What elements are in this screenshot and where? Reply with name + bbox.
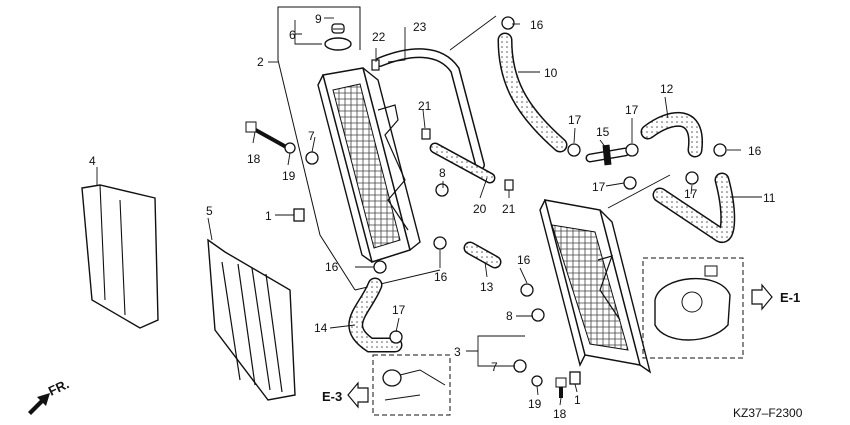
ref-e1-label: E-1 (780, 290, 800, 305)
callout-12: 12 (660, 82, 674, 96)
nut-1-right (569, 371, 581, 385)
diagram-code: KZ37–F2300 (733, 406, 803, 420)
clip-21-b (504, 179, 514, 191)
callout-19-right: 19 (528, 397, 542, 411)
bracket-2 (277, 6, 356, 291)
callout-21-b: 21 (502, 202, 516, 216)
callout-7-left: 7 (308, 129, 315, 143)
arrow-e3 (347, 381, 369, 409)
callout-11: 11 (763, 191, 776, 205)
callout-8-right: 8 (506, 309, 513, 323)
clamp-16-d (520, 283, 534, 297)
callout-8-left: 8 (439, 166, 446, 180)
washer-19-right (531, 375, 543, 387)
callout-19-left: 19 (282, 169, 296, 183)
nut-1-left (293, 208, 305, 222)
clip-21-a (421, 128, 431, 140)
callout-2: 2 (257, 55, 264, 69)
callout-17-a: 17 (568, 113, 582, 127)
arrow-e1 (751, 283, 773, 311)
clamp-17-d (685, 171, 699, 185)
louver-5 (207, 238, 296, 401)
clamp-16-a (501, 16, 515, 30)
clamp-17-c (623, 176, 637, 190)
bolt-18-right (555, 377, 567, 398)
callout-9: 9 (315, 12, 322, 26)
leader-lines (96, 15, 762, 406)
clamp-16-c (433, 236, 447, 250)
callout-17-d: 17 (684, 187, 698, 201)
radiator-cap (324, 23, 352, 51)
callout-20: 20 (473, 202, 487, 216)
callout-16-c: 16 (434, 270, 448, 284)
callout-1-left: 1 (265, 209, 272, 223)
clamp-16-e (713, 143, 727, 157)
bolt-8-left (435, 183, 449, 197)
bolt-8-right (531, 308, 545, 322)
callout-14: 14 (314, 321, 328, 335)
front-direction-label: FR. (46, 376, 71, 398)
callout-labels: 9 6 2 22 23 16 10 21 7 18 19 8 20 21 1 4… (89, 12, 776, 421)
clamp-16-b (373, 260, 387, 274)
ref-e3-label: E-3 (322, 389, 342, 404)
callout-3: 3 (454, 345, 461, 359)
right-radiator (539, 199, 652, 374)
clamp-17-b (625, 143, 639, 157)
callout-15: 15 (596, 125, 610, 139)
left-radiator (317, 67, 421, 263)
callout-16-e: 16 (748, 144, 762, 158)
callout-13: 13 (480, 280, 494, 294)
callout-6: 6 (289, 28, 296, 42)
clamp-17-e (389, 330, 403, 344)
callout-22: 22 (372, 30, 386, 44)
collar-7-left (305, 151, 319, 165)
callout-16-b: 16 (325, 260, 339, 274)
callout-18-left: 18 (247, 152, 261, 166)
callout-1-right: 1 (574, 393, 581, 407)
clip-22 (371, 59, 380, 71)
inset-e3 (372, 354, 451, 416)
collar-7-right (513, 359, 527, 373)
callout-17-c: 17 (592, 180, 606, 194)
callout-17-e: 17 (392, 303, 406, 317)
shroud-4 (81, 184, 159, 329)
callout-16-a: 16 (530, 18, 544, 32)
bolt-18-left (245, 121, 289, 150)
callout-23: 23 (413, 20, 427, 34)
callout-4: 4 (89, 154, 96, 168)
front-arrow (28, 393, 50, 415)
callout-17-b: 17 (625, 103, 639, 117)
callout-21-a: 21 (418, 99, 432, 113)
clamp-17-a (567, 143, 581, 157)
callout-7-right: 7 (491, 360, 498, 374)
callout-10: 10 (544, 66, 558, 80)
callout-18-right: 18 (553, 407, 567, 421)
callout-5: 5 (206, 204, 213, 218)
callout-16-d: 16 (517, 253, 531, 267)
inset-e1 (642, 257, 744, 359)
washer-19-left (284, 142, 296, 154)
t-joint-15 (585, 144, 630, 166)
